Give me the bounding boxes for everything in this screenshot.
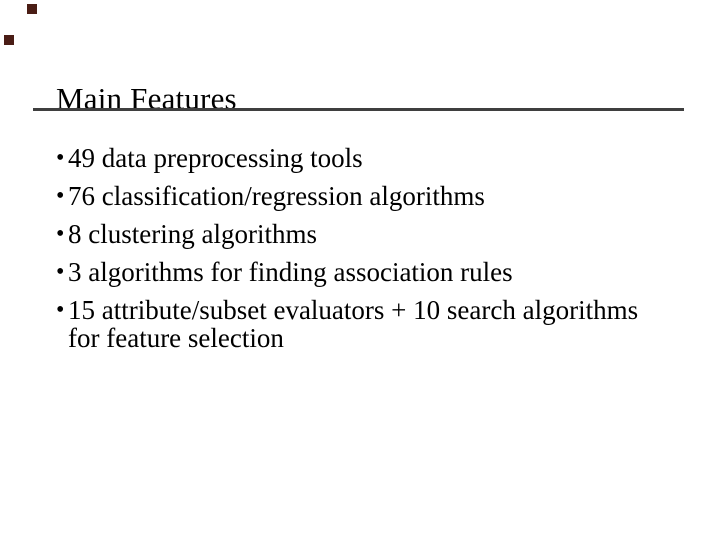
bullet-text: 3 algorithms for finding association rul…	[68, 257, 513, 287]
list-item: • 49 data preprocessing tools	[56, 144, 701, 172]
bullet-text-continuation: for feature selection	[68, 323, 284, 353]
list-item: • 76 classification/regression algorithm…	[56, 182, 701, 210]
list-item: • 15 attribute/subset evaluators + 10 se…	[56, 296, 701, 352]
bullet-text: 49 data preprocessing tools	[68, 143, 363, 173]
bullet-icon: •	[56, 259, 65, 285]
bullet-icon: •	[56, 297, 65, 323]
bullet-text: 15 attribute/subset evaluators + 10 sear…	[68, 295, 639, 325]
bullet-text: 8 clustering algorithms	[68, 219, 317, 249]
title-underline-rule	[33, 108, 684, 111]
bullet-icon: •	[56, 221, 65, 247]
bullet-text: 76 classification/regression algorithms	[68, 181, 485, 211]
decorative-square-top	[27, 4, 37, 14]
bullet-list: • 49 data preprocessing tools • 76 class…	[56, 144, 701, 352]
bullet-icon: •	[56, 145, 65, 171]
decorative-square-left	[4, 35, 14, 45]
list-item: • 8 clustering algorithms	[56, 220, 701, 248]
list-item: • 3 algorithms for finding association r…	[56, 258, 701, 286]
bullet-icon: •	[56, 183, 65, 209]
